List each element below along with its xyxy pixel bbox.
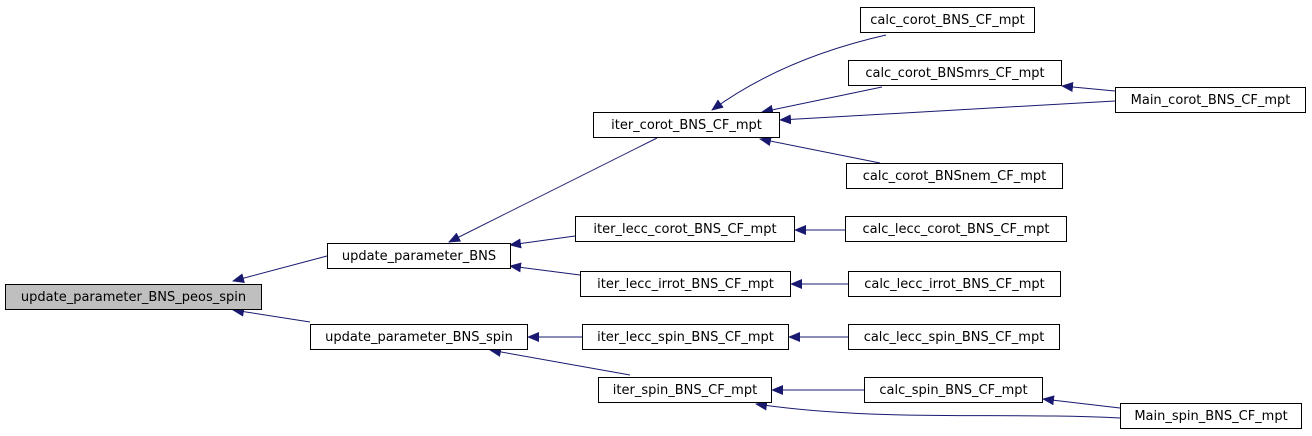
edge-calc-corot-to-iter-corot xyxy=(711,34,887,111)
edge-iter-spin-to-upd-bns-spin xyxy=(489,347,631,376)
edge-main-corot-to-calc-corot-mrs xyxy=(1061,82,1116,93)
node-iter-lecc-spin-bns-cf-mpt[interactable]: iter_lecc_spin_BNS_CF_mpt xyxy=(582,324,789,350)
node-calc-lecc-irrot-bns-cf-mpt[interactable]: calc_lecc_irrot_BNS_CF_mpt xyxy=(848,271,1061,297)
node-update-parameter-bns[interactable]: update_parameter_BNS xyxy=(327,243,511,269)
edge-iter-lecc-corot-to-upd-bns xyxy=(509,235,576,249)
node-main-spin-bns-cf-mpt[interactable]: Main_spin_BNS_CF_mpt xyxy=(1120,403,1302,429)
edge-calc-corot-mrs-to-iter-corot xyxy=(761,86,883,115)
node-iter-spin-bns-cf-mpt[interactable]: iter_spin_BNS_CF_mpt xyxy=(598,377,772,403)
edge-iter-corot-to-upd-bns xyxy=(448,137,658,243)
node-calc-lecc-spin-bns-cf-mpt[interactable]: calc_lecc_spin_BNS_CF_mpt xyxy=(848,324,1060,350)
node-calc-corot-bnsnem-cf-mpt[interactable]: calc_corot_BNSnem_CF_mpt xyxy=(846,163,1063,189)
node-calc-corot-bnsmrs-cf-mpt[interactable]: calc_corot_BNSmrs_CF_mpt xyxy=(848,60,1062,86)
edge-upd-bns-spin-to-root xyxy=(232,306,311,323)
node-iter-lecc-irrot-bns-cf-mpt[interactable]: iter_lecc_irrot_BNS_CF_mpt xyxy=(580,271,791,297)
node-iter-lecc-corot-bns-cf-mpt[interactable]: iter_lecc_corot_BNS_CF_mpt xyxy=(575,216,795,242)
edge-iter-lecc-irrot-to-upd-bns xyxy=(509,262,581,276)
node-update-parameter-bns-peos-spin: update_parameter_BNS_peos_spin xyxy=(5,284,262,310)
edge-main-corot-to-iter-corot xyxy=(779,100,1116,125)
node-main-corot-bns-cf-mpt[interactable]: Main_corot_BNS_CF_mpt xyxy=(1115,87,1306,113)
edge-main-spin-to-calc-spin xyxy=(1042,395,1121,409)
edge-main-spin-to-iter-spin xyxy=(755,400,1121,419)
node-calc-corot-bns-cf-mpt[interactable]: calc_corot_BNS_CF_mpt xyxy=(860,7,1035,33)
edge-calc-corot-nem-to-iter-corot xyxy=(759,136,881,164)
node-calc-spin-bns-cf-mpt[interactable]: calc_spin_BNS_CF_mpt xyxy=(864,377,1043,403)
node-update-parameter-bns-spin[interactable]: update_parameter_BNS_spin xyxy=(310,324,528,350)
node-iter-corot-bns-cf-mpt[interactable]: iter_corot_BNS_CF_mpt xyxy=(593,112,780,138)
edge-upd-bns-to-root xyxy=(232,255,328,284)
node-calc-lecc-corot-bns-cf-mpt[interactable]: calc_lecc_corot_BNS_CF_mpt xyxy=(845,216,1067,242)
